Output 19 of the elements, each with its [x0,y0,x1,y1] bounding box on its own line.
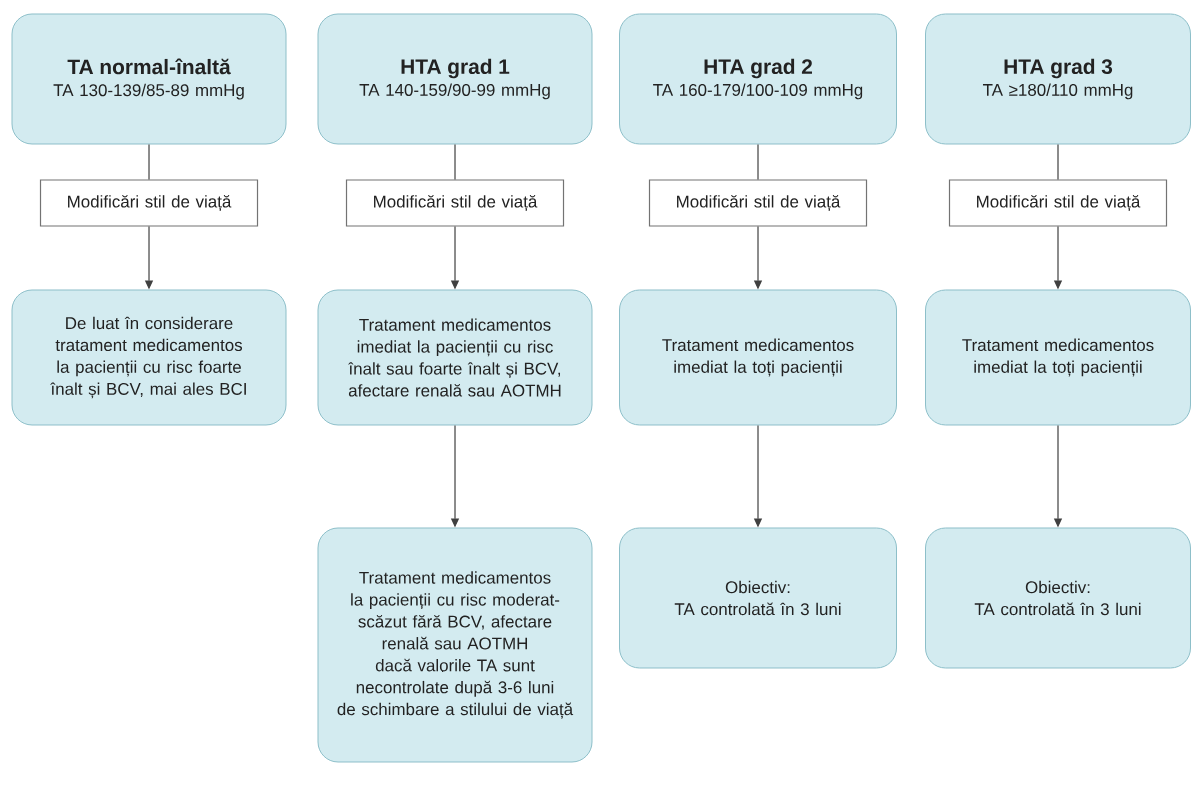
connector-line [1057,143,1059,180]
treatment-box: Tratament medicamentos imediat la toți pacienții [619,289,897,426]
connector-line [757,143,759,180]
step-box: Modificări stil de viață [648,179,868,227]
step-box: Modificări stil de viață [39,179,259,227]
treatment-box: De luat în considerare tratament medicamentos la pacienții cu risc foarte înalt și BCV, mai ales BCI [11,289,287,426]
heading-box: TA normal-înaltă TA 130-139/85-89 mmHg [11,13,287,145]
treatment-box: Obiectiv: TA controlată în 3 luni [619,527,897,669]
step-box: Modificări stil de viață [948,179,1168,227]
treatment-box: Tratament medicamentos imediat la pacienții cu risc înalt sau foarte înalt și BCV, afectare renală sau AOTMH [317,289,593,426]
connector-line [148,143,150,180]
connector-line [454,143,456,180]
heading-box: HTA grad 1 TA 140-159/90-99 mmHg [317,13,593,145]
step-box: Modificări stil de viață [345,179,565,227]
treatment-box: Tratament medicamentos imediat la toți pacienții [925,289,1191,426]
treatment-box: Tratament medicamentos la pacienții cu risc moderat-scăzut fără BCV, afectare renală sau AOTMH dacă valorile TA sunt necontrolate după 3-6 luni de schimbare a stilului de viață [317,527,593,763]
heading-box: HTA grad 2 TA 160-179/100-109 mmHg [619,13,897,145]
treatment-box: Obiectiv: TA controlată în 3 luni [925,527,1191,669]
heading-box: HTA grad 3 TA ≥180/110 mmHg [925,13,1191,145]
